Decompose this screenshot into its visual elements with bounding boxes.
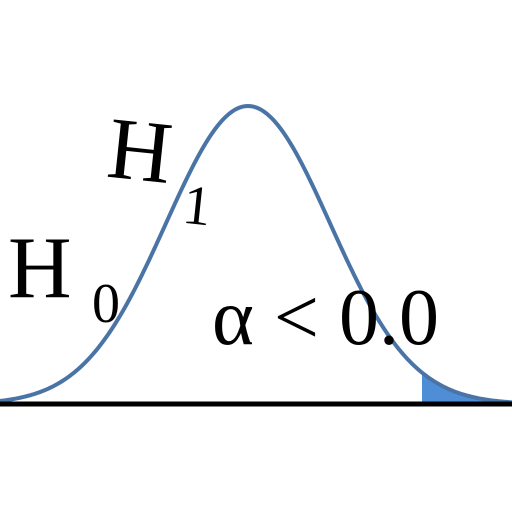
h0-label: H xyxy=(8,225,72,313)
h0-subscript: 0 xyxy=(92,273,120,335)
h1-subscript: 1 xyxy=(179,173,215,239)
distribution-curve xyxy=(0,103,512,405)
h1-main-text: H xyxy=(103,99,177,204)
h1-label: H xyxy=(103,100,176,203)
h0-main-text: H xyxy=(8,220,72,317)
rejection-region-fill xyxy=(422,372,512,404)
alpha-threshold-label: α < 0.0 xyxy=(212,274,440,362)
